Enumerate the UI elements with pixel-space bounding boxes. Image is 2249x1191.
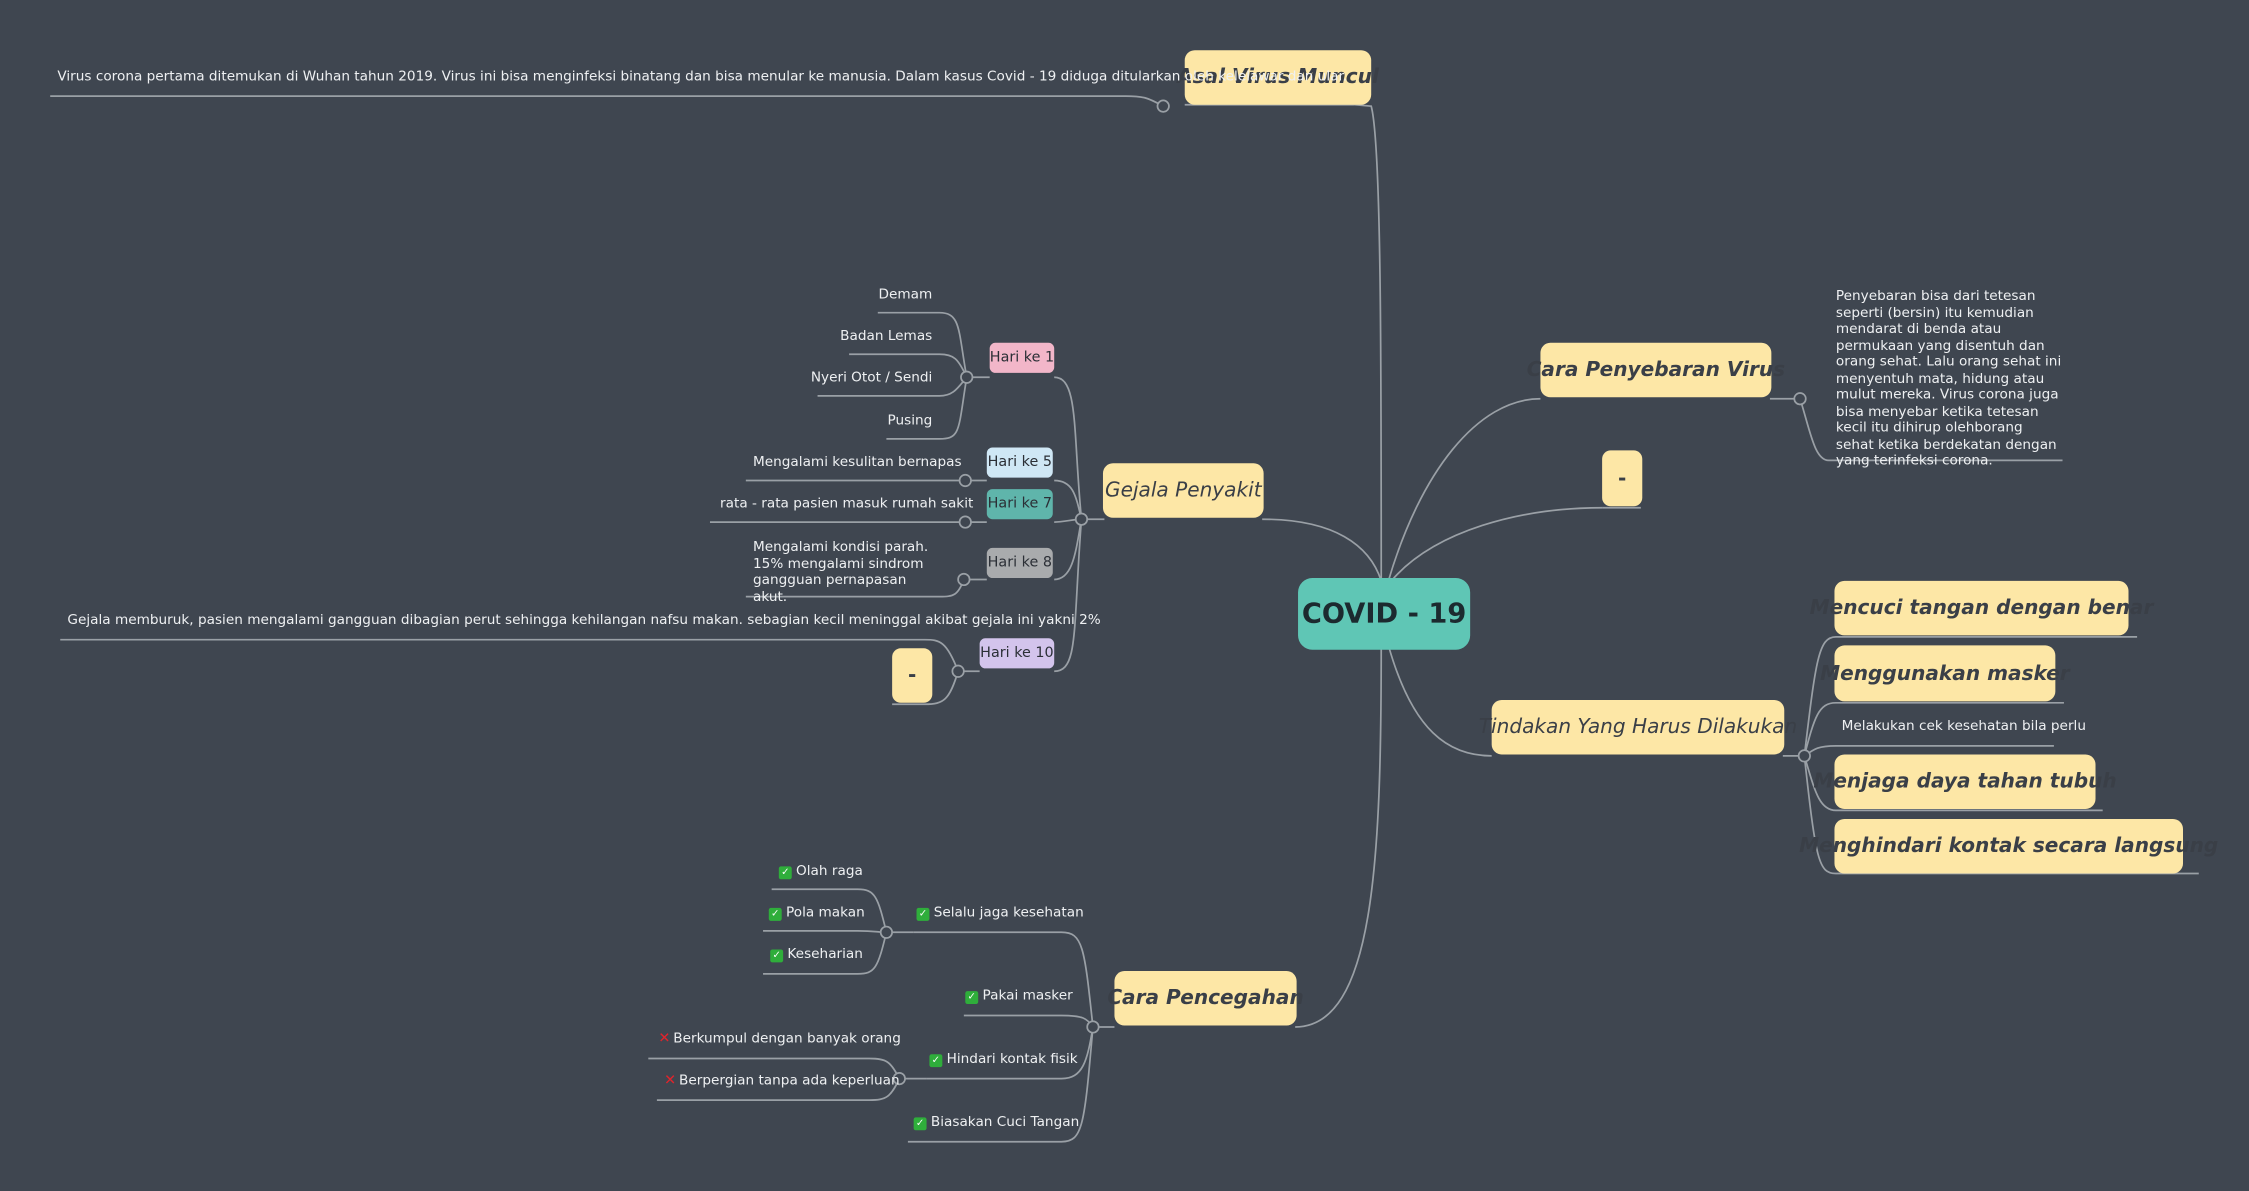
symptom-item: Demam xyxy=(878,286,933,303)
asal-description: Virus corona pertama ditemukan di Wuhan … xyxy=(57,68,1348,85)
checkmark-icon: ✓ xyxy=(929,1054,943,1068)
tindakan-item[interactable]: Menggunakan masker xyxy=(1820,645,2070,702)
tag-hari-7[interactable]: Hari ke 7 xyxy=(986,489,1053,520)
prevention-subitem[interactable]: ✓Keseharian xyxy=(770,947,863,963)
checkmark-icon: ✓ xyxy=(965,991,979,1005)
topic-tindakan[interactable]: Tindakan Yang Harus Dilakukan xyxy=(1479,699,1797,755)
tag-hari-5[interactable]: Hari ke 5 xyxy=(986,447,1053,478)
cross-icon: ✕ xyxy=(658,1031,671,1048)
cross-icon: ✕ xyxy=(664,1072,677,1089)
link-tindakan xyxy=(1387,645,1492,757)
prevention-kesehatan[interactable]: ✓Selalu jaga kesehatan xyxy=(916,905,1084,921)
topic-asal-virus[interactable]: Asal Virus Muncul xyxy=(1177,50,1379,105)
placeholder-topic[interactable]: - xyxy=(1602,450,1643,507)
checkmark-icon: ✓ xyxy=(768,907,782,921)
prevention-subitem[interactable]: ✓Olah raga xyxy=(778,863,863,880)
tag-hari-10[interactable]: Hari ke 10 xyxy=(979,638,1055,669)
tindakan-item[interactable]: Mencuci tangan dengan benar xyxy=(1810,580,2153,636)
checkmark-icon: ✓ xyxy=(778,866,792,880)
topic-gejala-penyakit[interactable]: Gejala Penyakit xyxy=(1102,463,1264,518)
hari-10-placeholder[interactable]: - xyxy=(892,648,933,703)
link-gejala xyxy=(1262,518,1383,582)
link-pencegahan xyxy=(1295,645,1383,1028)
prevention-cuci[interactable]: ✓Biasakan Cuci Tangan xyxy=(913,1114,1079,1131)
prevention-subitem[interactable]: ✓Pola makan xyxy=(768,905,865,921)
hari-10-text: Gejala memburuk, pasien mengalami ganggu… xyxy=(67,612,1101,629)
symptom-item: Badan Lemas xyxy=(840,328,933,345)
link-asal xyxy=(1353,103,1383,581)
checkmark-icon: ✓ xyxy=(916,907,930,921)
penyebaran-description: Penyebaran bisa dari tetesan seperti (be… xyxy=(1835,288,2062,470)
checkmark-icon: ✓ xyxy=(913,1117,927,1131)
symptom-item: Nyeri Otot / Sendi xyxy=(810,370,933,386)
central-topic[interactable]: COVID - 19 xyxy=(1298,578,1471,650)
link-penyebaran xyxy=(1387,397,1541,582)
topic-cara-pencegahan[interactable]: Cara Pencegahan xyxy=(1107,971,1304,1026)
hari-5-text: Mengalami kesulitan bernapas xyxy=(753,454,962,471)
symptom-item: Pusing xyxy=(887,413,933,429)
link-dash xyxy=(1390,506,1603,582)
prevention-masker[interactable]: ✓Pakai masker xyxy=(965,988,1073,1005)
prevention-avoid-item[interactable]: ✕Berpergian tanpa ada keperluan xyxy=(664,1072,900,1089)
tindakan-item[interactable]: Menjaga daya tahan tubuh xyxy=(1813,754,2117,809)
topic-cara-penyebaran[interactable]: Cara Penyebaran Virus xyxy=(1527,342,1785,398)
tag-hari-8[interactable]: Hari ke 8 xyxy=(986,547,1053,579)
hari-7-text: rata - rata pasien masuk rumah sakit xyxy=(720,496,974,513)
hari-8-text: Mengalami kondisi parah. 15% mengalami s… xyxy=(753,539,929,605)
tindakan-item[interactable]: Menghindari kontak secara langsung xyxy=(1799,818,2218,874)
prevention-kontak[interactable]: ✓Hindari kontak fisik xyxy=(929,1051,1078,1068)
link-asal-text xyxy=(50,95,1164,107)
tag-hari-1[interactable]: Hari ke 1 xyxy=(989,342,1055,373)
checkmark-icon: ✓ xyxy=(770,949,784,963)
prevention-avoid-item[interactable]: ✕Berkumpul dengan banyak orang xyxy=(658,1031,901,1048)
tindakan-item-plain[interactable]: Melakukan cek kesehatan bila perlu xyxy=(1841,718,2086,735)
